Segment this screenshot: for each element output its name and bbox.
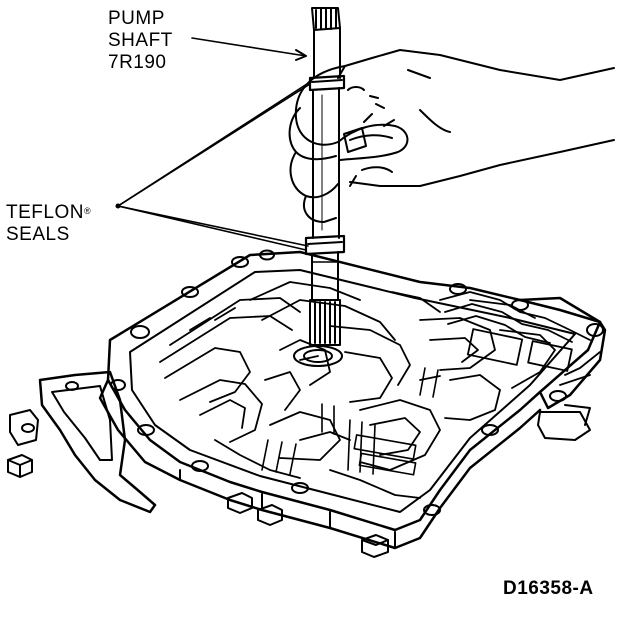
pump-shaft-part-number: 7R190 [108,52,167,73]
teflon-seals-label-line1: TEFLON® [6,202,91,224]
teflon-seals-label: TEFLON® SEALS [6,202,91,246]
teflon-word: TEFLON [6,202,84,223]
hand [288,49,615,223]
fluid-passages [159,281,556,499]
leader-lines [115,37,311,251]
solenoid-harness [439,291,601,386]
registered-mark: ® [83,206,92,216]
valve-body [21,249,607,550]
pump-shaft-label-line2: SHAFT [108,30,173,51]
teflon-seals-label-line2: SEALS [6,224,70,245]
pump-shaft-label: PUMP SHAFT 7R190 [108,8,173,74]
valve-bores [261,367,439,476]
pump-shaft [293,7,346,367]
loose-bolts [7,409,389,558]
pump-shaft-label-line1: PUMP [108,8,165,29]
figure-id: D16358-A [503,578,594,599]
